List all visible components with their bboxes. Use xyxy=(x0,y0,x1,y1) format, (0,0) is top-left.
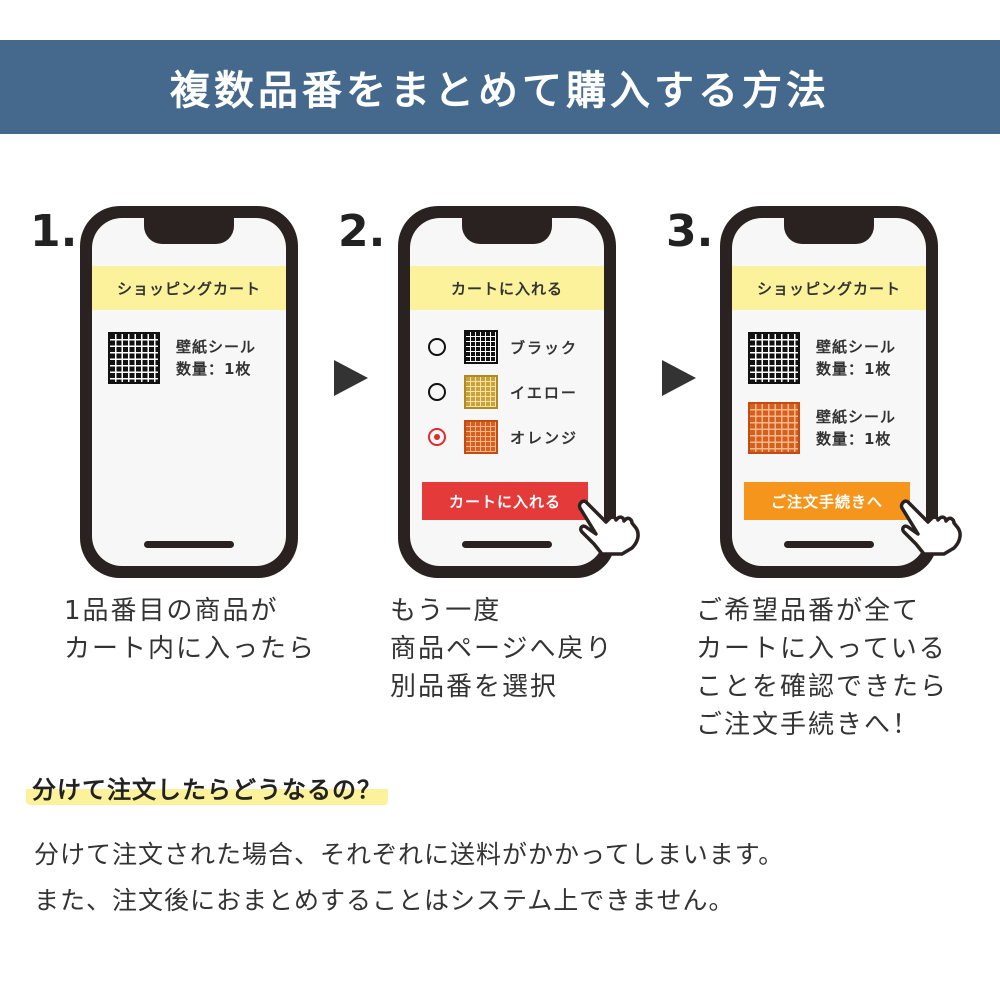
radio-icon[interactable] xyxy=(428,338,446,356)
faq-answer-line: また、注文後におまとめすることはシステム上できません。 xyxy=(34,886,735,915)
title-banner: 複数品番をまとめて購入する方法 xyxy=(0,40,1000,134)
screen-header: ショッピングカート xyxy=(732,266,926,310)
cart-item-qty: 数量：1枚 xyxy=(816,360,892,378)
phone-screen: ショッピングカート 壁紙シール 数量：1枚 xyxy=(92,218,286,566)
phone-step-2: カートに入れる ブラック イエロー オレンジ カートに入れる xyxy=(398,206,640,578)
caption-step-3: ご希望品番が全て カートに入っている ことを確認できたら ご注文手続きへ！ xyxy=(696,596,949,740)
screen-header: カートに入れる xyxy=(410,266,604,310)
wallpaper-black-thumbnail xyxy=(748,332,800,384)
radio-icon[interactable] xyxy=(428,383,446,401)
play-arrow-icon xyxy=(662,360,696,396)
play-arrow-icon xyxy=(334,360,368,396)
phone-home-bar xyxy=(462,541,552,548)
phone-notch xyxy=(462,218,552,244)
cart-item: 壁紙シール 数量：1枚 xyxy=(108,332,256,384)
faq-question: 分けて注文したらどうなるの？ xyxy=(26,770,388,805)
color-option-yellow[interactable]: イエロー xyxy=(428,375,578,409)
screen-header: ショッピングカート xyxy=(92,266,286,310)
yellow-swatch xyxy=(464,375,498,409)
phone-home-bar xyxy=(144,541,234,548)
caption-step-1: 1品番目の商品が カート内に入ったら xyxy=(64,596,317,664)
page-title: 複数品番をまとめて購入する方法 xyxy=(170,68,830,114)
phone-notch xyxy=(784,218,874,244)
pointing-hand-icon xyxy=(577,499,640,556)
checkout-button[interactable]: ご注文手続きへ xyxy=(744,482,910,520)
radio-selected-icon[interactable] xyxy=(428,428,446,446)
phone-screen: カートに入れる ブラック イエロー オレンジ カートに入れる xyxy=(410,218,604,566)
wallpaper-orange-thumbnail xyxy=(748,402,800,454)
add-to-cart-button[interactable]: カートに入れる xyxy=(422,482,588,520)
phone-step-1: ショッピングカート 壁紙シール 数量：1枚 xyxy=(80,206,298,578)
orange-swatch xyxy=(464,420,498,454)
black-swatch xyxy=(464,330,498,364)
faq-answer: 分けて注文された場合、それぞれに送料がかかってしまいます。 また、注文後におまと… xyxy=(34,832,784,924)
cart-item-name: 壁紙シール xyxy=(176,338,257,356)
cart-item-qty: 数量：1枚 xyxy=(176,360,252,378)
faq-answer-line: 分けて注文された場合、それぞれに送料がかかってしまいます。 xyxy=(34,840,785,869)
color-option-orange[interactable]: オレンジ xyxy=(428,420,578,454)
step-number-3: 3. xyxy=(666,206,714,257)
step-number-2: 2. xyxy=(338,206,386,257)
step-number-1: 1. xyxy=(30,206,78,257)
phone-notch xyxy=(144,218,234,244)
pointing-hand-icon xyxy=(899,499,962,556)
phone-home-bar xyxy=(784,541,874,548)
wallpaper-black-thumbnail xyxy=(108,332,160,384)
cart-item-name: 壁紙シール xyxy=(816,408,897,426)
cart-item: 壁紙シール 数量：1枚 xyxy=(748,402,896,454)
phone-screen: ショッピングカート 壁紙シール 数量：1枚 壁紙シール 数量：1枚 ご注文手続き… xyxy=(732,218,926,566)
caption-step-2: もう一度 商品ページへ戻り 別品番を選択 xyxy=(390,596,614,702)
cart-item-qty: 数量：1枚 xyxy=(816,430,892,448)
cart-item: 壁紙シール 数量：1枚 xyxy=(748,332,896,384)
color-option-black[interactable]: ブラック xyxy=(428,330,578,364)
phone-step-3: ショッピングカート 壁紙シール 数量：1枚 壁紙シール 数量：1枚 ご注文手続き… xyxy=(720,206,962,578)
cart-item-name: 壁紙シール xyxy=(816,338,897,356)
